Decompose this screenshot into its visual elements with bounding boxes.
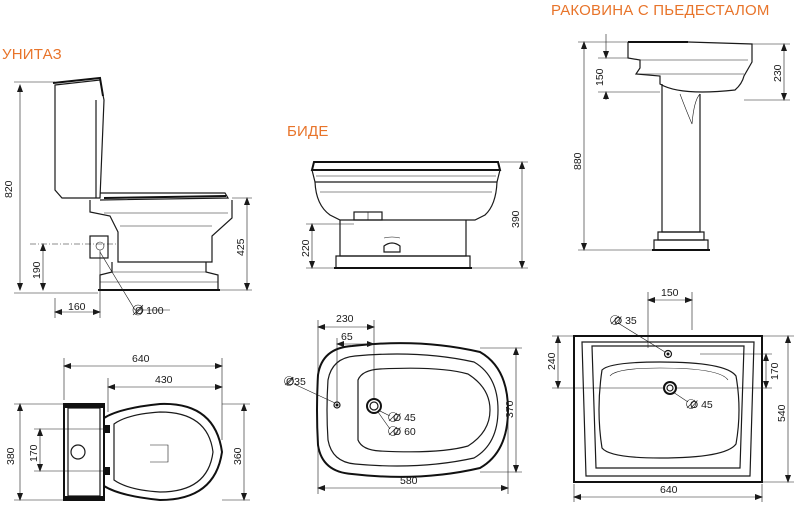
dim-bidet-390: 390 bbox=[510, 210, 522, 228]
title-basin: РАКОВИНА С ПЬЕДЕСТАЛОМ bbox=[551, 2, 770, 19]
dim-toilet-360: 360 bbox=[232, 447, 244, 465]
dim-bidet-220: 220 bbox=[300, 239, 312, 257]
dim-bidet-d35: Ø35 bbox=[286, 376, 306, 388]
dim-basin-880: 880 bbox=[572, 152, 584, 170]
title-bidet: БИДЕ bbox=[287, 123, 329, 140]
basin-side-view: 880 150 230 bbox=[572, 34, 790, 251]
dim-basin-240: 240 bbox=[546, 352, 558, 370]
dim-toilet-d100: Ø 100 bbox=[135, 305, 164, 317]
dim-basin-230: 230 bbox=[772, 64, 784, 82]
dim-bidet-d60: Ø 60 bbox=[393, 426, 416, 438]
dim-basin-150b: 150 bbox=[661, 287, 679, 299]
dim-toilet-160: 160 bbox=[68, 301, 86, 313]
dim-bidet-370: 370 bbox=[504, 400, 516, 418]
dim-toilet-170: 170 bbox=[28, 444, 40, 462]
dim-toilet-640: 640 bbox=[132, 353, 150, 365]
dim-bidet-65: 65 bbox=[341, 331, 353, 343]
dim-bidet-d45: Ø 45 bbox=[393, 412, 416, 424]
dim-toilet-425: 425 bbox=[235, 238, 247, 256]
bidet-side-view: 390 220 bbox=[300, 161, 528, 269]
dim-bidet-230: 230 bbox=[336, 313, 354, 325]
basin-top-view: 150 Ø 35 240 170 Ø 45 540 640 bbox=[546, 287, 794, 502]
dim-toilet-820: 820 bbox=[3, 180, 15, 198]
dim-basin-d45: Ø 45 bbox=[690, 399, 713, 411]
dim-toilet-190: 190 bbox=[31, 261, 43, 279]
bidet-top-view: 230 65 Ø35 Ø 45 Ø 60 370 580 bbox=[284, 313, 522, 494]
toilet-side-view: 820 425 190 160 Ø 100 bbox=[3, 76, 252, 318]
dim-basin-540: 540 bbox=[776, 404, 788, 422]
dim-basin-170: 170 bbox=[769, 362, 781, 380]
toilet-top-view: 640 430 380 170 360 bbox=[5, 353, 250, 502]
dim-basin-150: 150 bbox=[594, 68, 606, 86]
dim-basin-d35: Ø 35 bbox=[614, 315, 637, 327]
dim-toilet-380: 380 bbox=[5, 447, 17, 465]
dim-toilet-430: 430 bbox=[155, 374, 173, 386]
dim-bidet-580: 580 bbox=[400, 475, 418, 487]
title-toilet: УНИТАЗ bbox=[2, 46, 62, 63]
dim-basin-640: 640 bbox=[660, 484, 678, 496]
